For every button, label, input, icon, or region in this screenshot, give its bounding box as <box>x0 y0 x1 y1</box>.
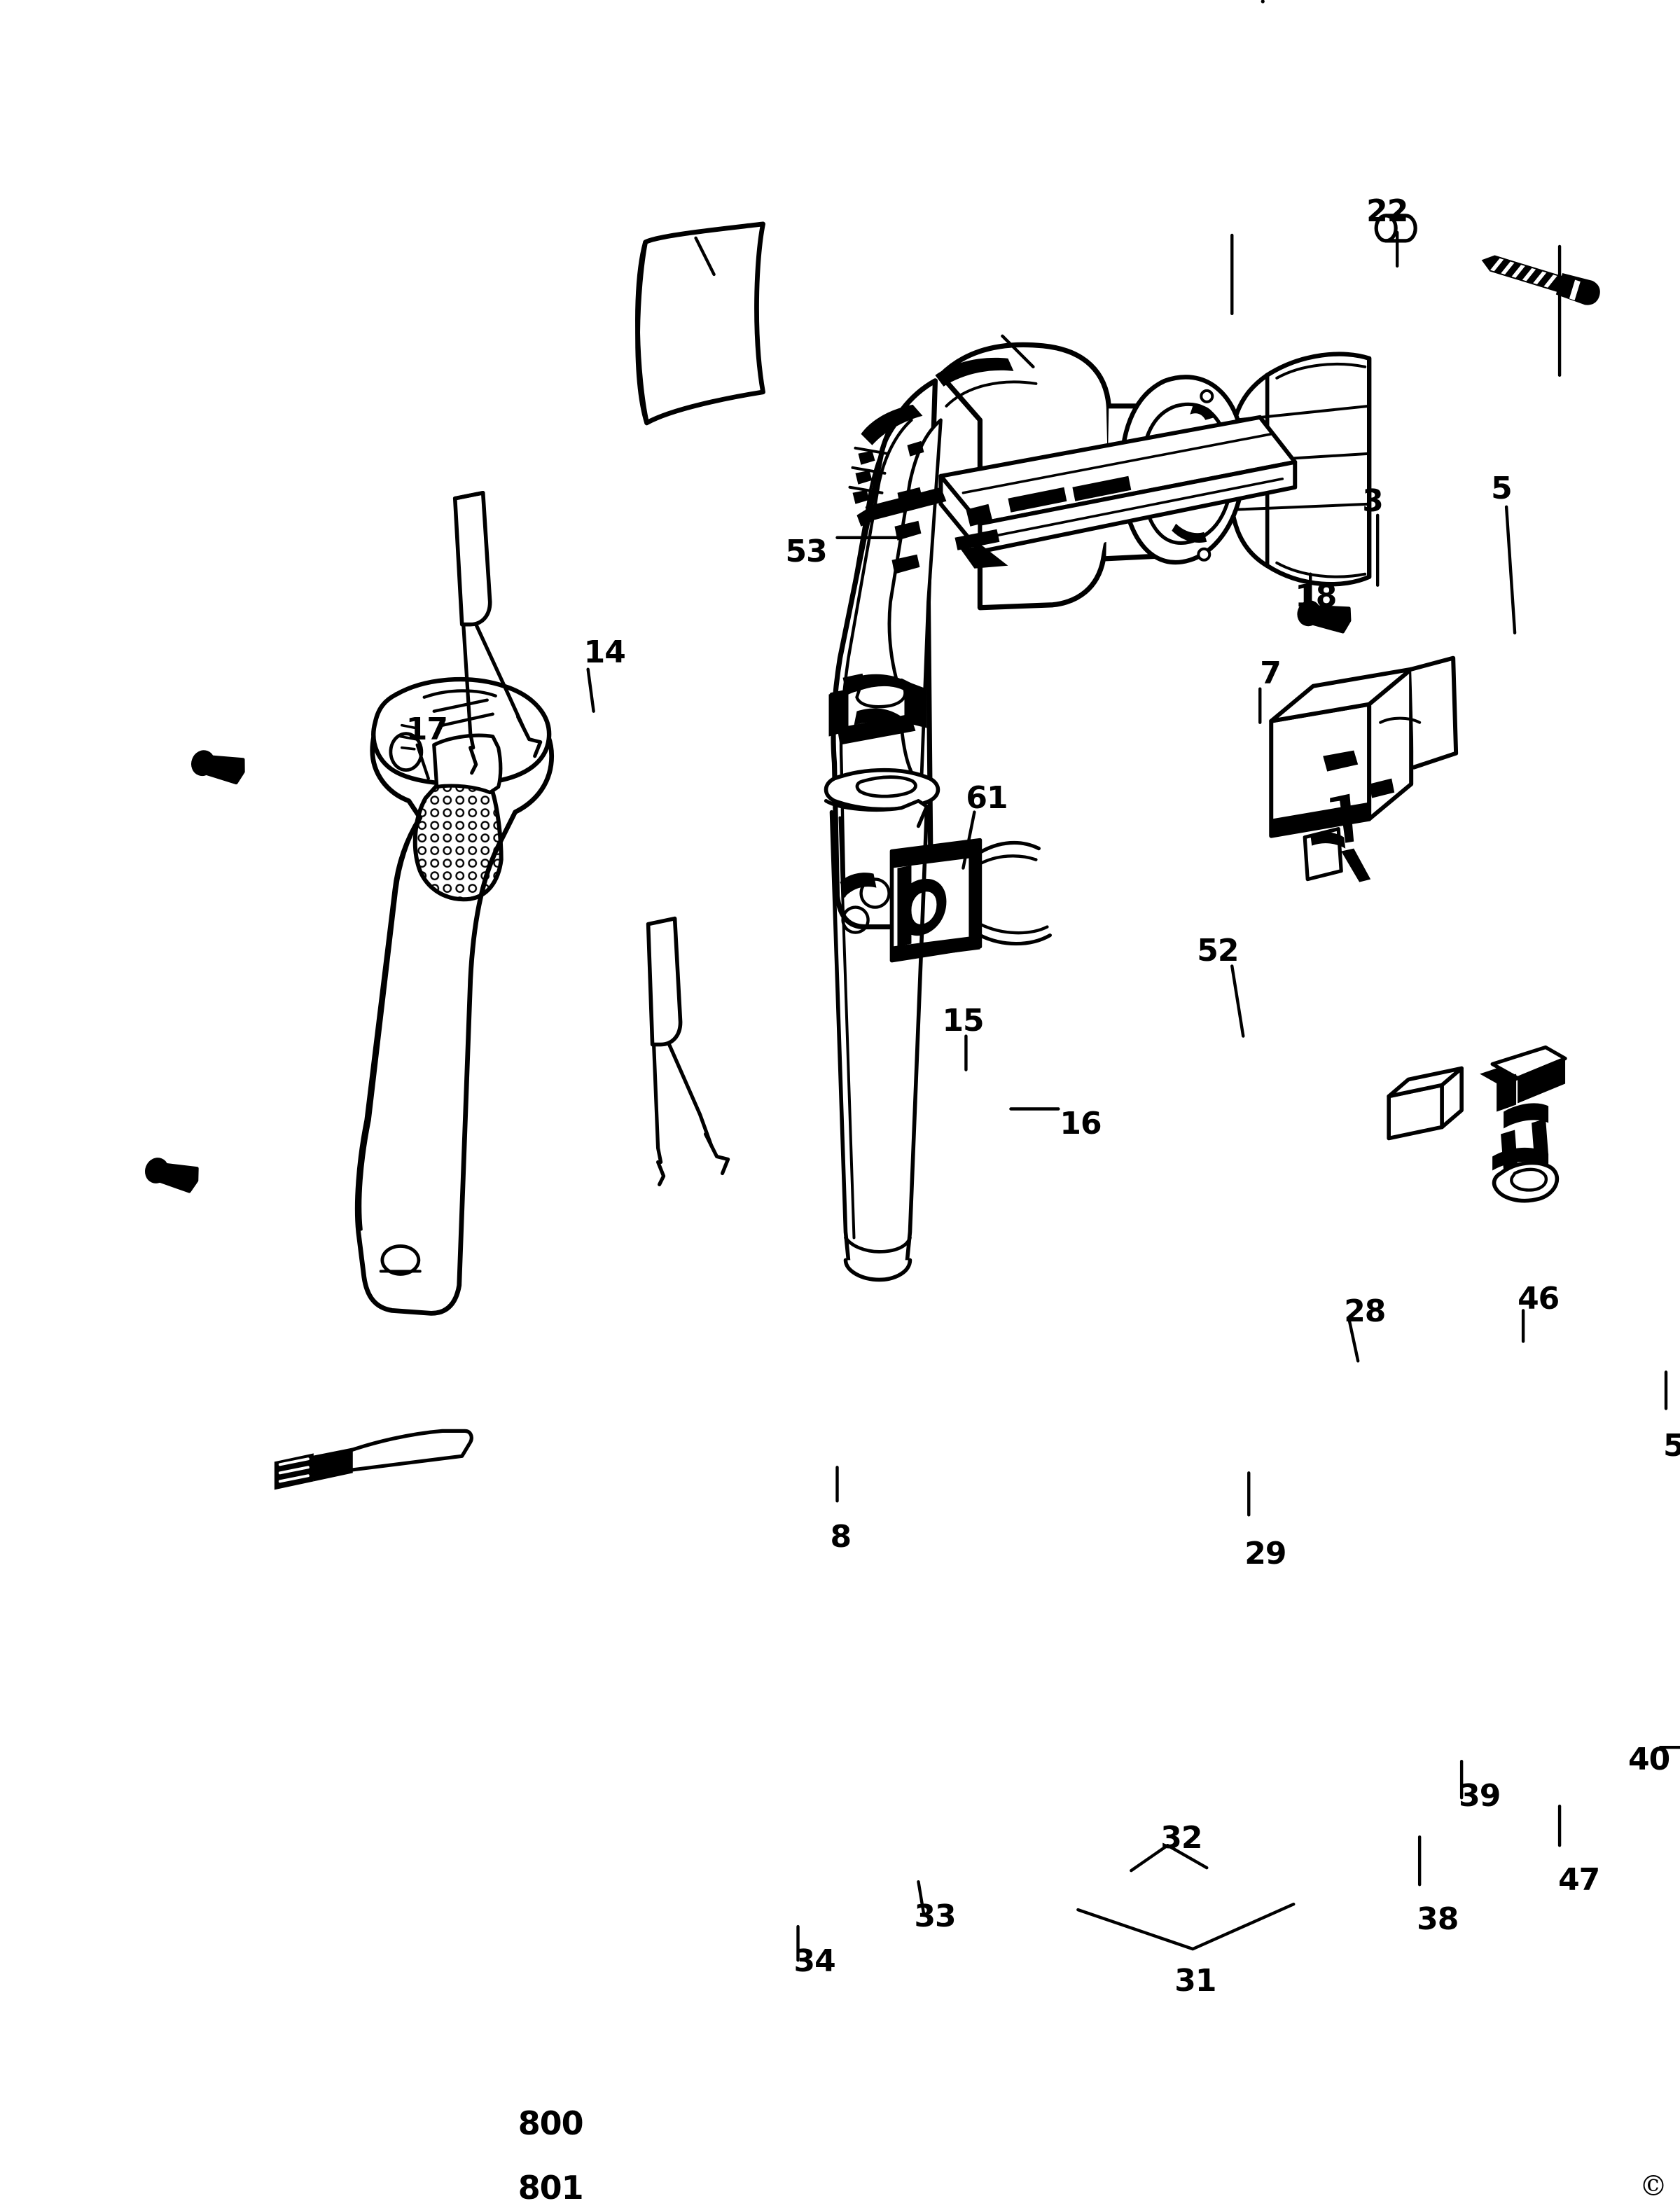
callout-40: 40 <box>1628 1742 1670 1778</box>
callout-50b: 50 <box>1663 1428 1680 1464</box>
callout-47: 47 <box>1558 1862 1600 1898</box>
callout-32: 32 <box>1160 1820 1202 1856</box>
callout-38: 38 <box>1417 1901 1459 1938</box>
callout-18: 18 <box>1295 578 1337 614</box>
callout-800: 800 <box>518 2104 584 2143</box>
callout-801: 801 <box>518 2169 584 2207</box>
callout-34: 34 <box>793 1943 836 1980</box>
callout-46: 46 <box>1518 1281 1560 1317</box>
callout-15: 15 <box>942 1002 984 1039</box>
callout-14: 14 <box>583 634 626 670</box>
callout-31: 31 <box>1174 1963 1216 1999</box>
callout-16: 16 <box>1060 1106 1102 1142</box>
callout-28: 28 <box>1344 1293 1386 1330</box>
callout-17: 17 <box>405 711 448 747</box>
callout-52: 52 <box>1197 932 1239 968</box>
callout-5: 5 <box>1491 470 1513 506</box>
callout-61: 61 <box>966 779 1008 816</box>
callout-8: 8 <box>830 1519 852 1555</box>
callout-33: 33 <box>914 1898 956 1935</box>
callout-53: 53 <box>785 533 828 569</box>
callout-3: 3 <box>1362 482 1384 519</box>
callout-7: 7 <box>1260 655 1282 691</box>
callout-39: 39 <box>1459 1778 1501 1814</box>
copyright-mark: © <box>1639 2170 1667 2202</box>
callout-22: 22 <box>1366 193 1408 229</box>
callout-29: 29 <box>1244 1536 1286 1572</box>
